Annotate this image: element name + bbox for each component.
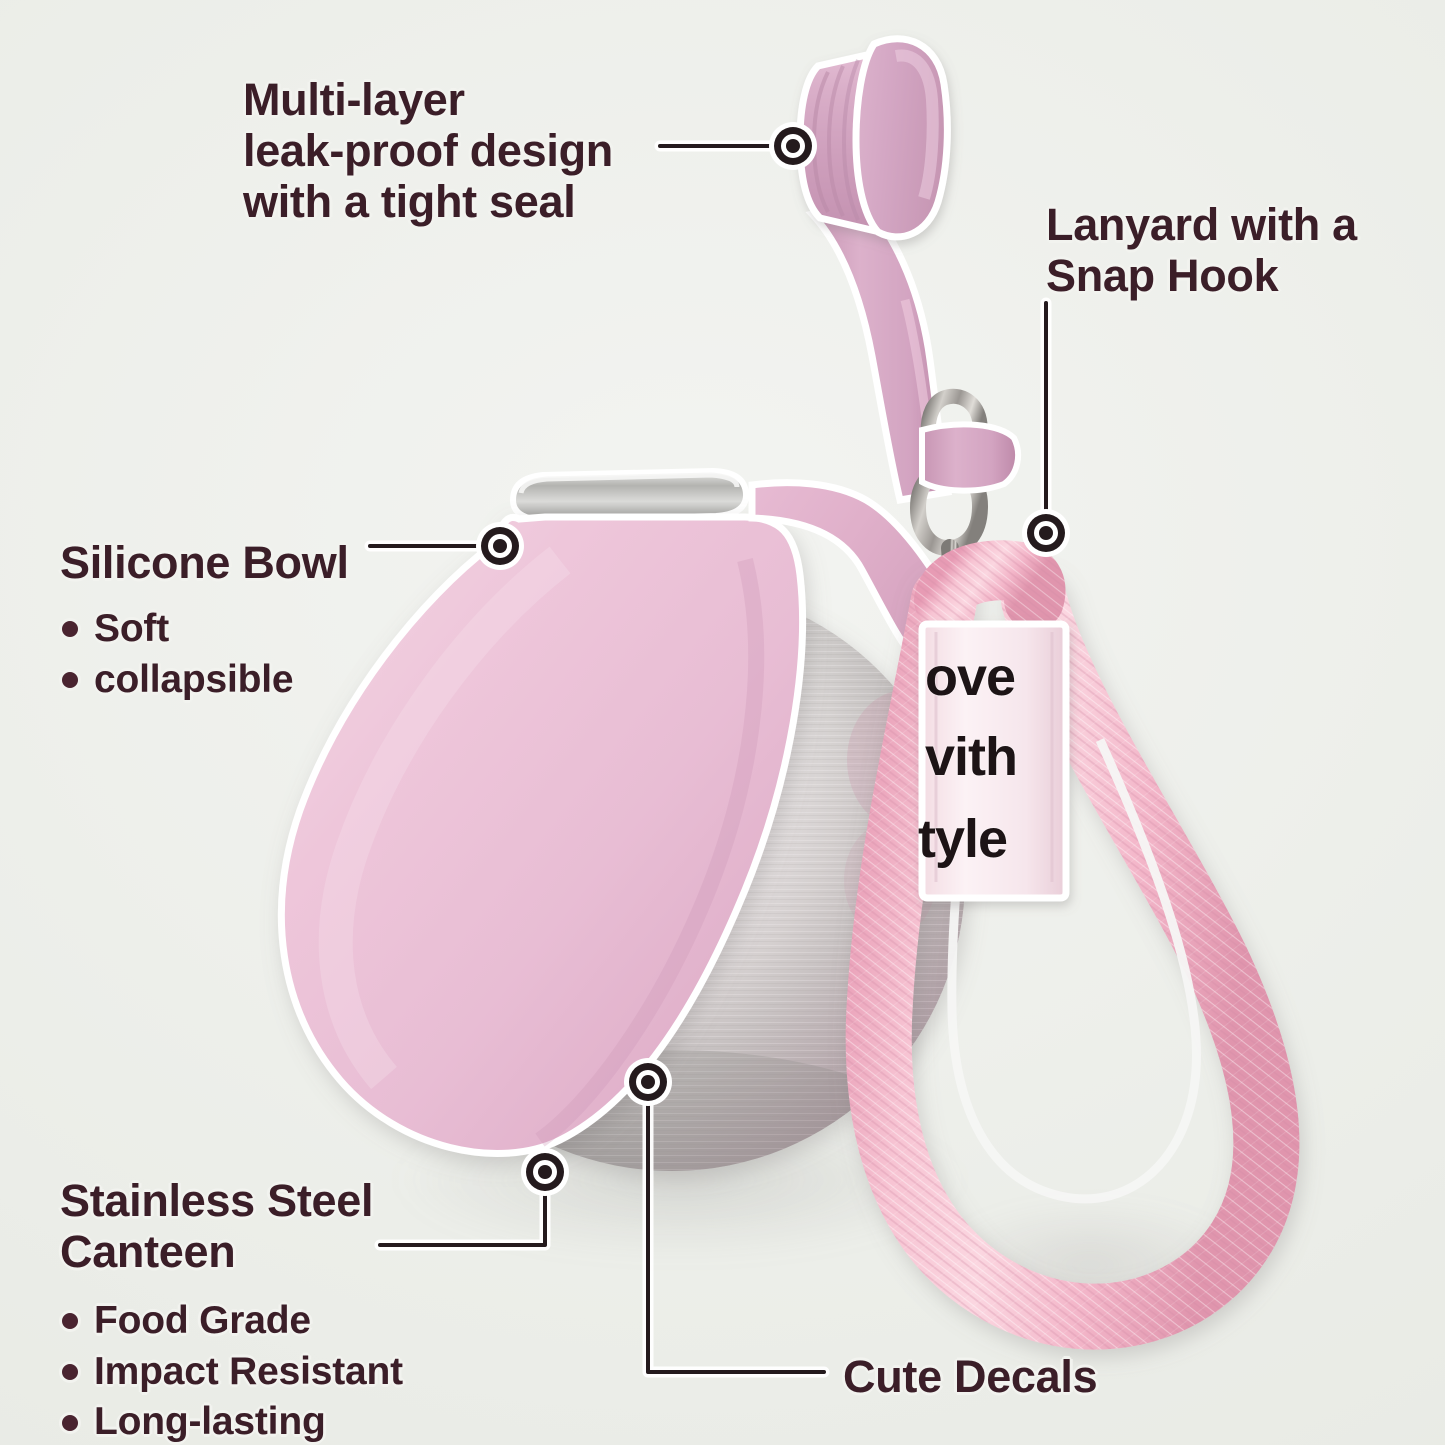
bullet-label: Food Grade — [94, 1299, 311, 1342]
metal-rim — [509, 467, 749, 524]
bullet-list-stainless-steel-canteen: Food Grade Impact Resistant Long-lasting — [62, 1296, 403, 1445]
bullet-dot-icon — [62, 621, 78, 638]
callout-leader-lines — [364, 122, 1070, 1378]
lanyard-tag-label — [918, 620, 1070, 902]
bullet-list-silicone-bowl: Soft collapsible — [62, 604, 294, 706]
callout-title-lanyard-snap-hook: Lanyard with a Snap Hook — [1046, 199, 1357, 301]
silicone-bowl-flap — [277, 479, 974, 1157]
list-item: Long-lasting — [62, 1397, 403, 1445]
leader-line-cute-decals — [646, 1098, 826, 1374]
callout-marker-lanyard-snap-hook — [1022, 509, 1070, 557]
list-item: Impact Resistant — [62, 1347, 403, 1398]
callout-marker-cute-decals — [624, 1058, 672, 1106]
bullet-dot-icon — [62, 1414, 78, 1431]
list-item: Soft — [62, 604, 293, 655]
list-item: Food Grade — [62, 1296, 403, 1347]
callout-title-stainless-steel-canteen: Stainless Steel Canteen — [60, 1175, 374, 1277]
list-item: collapsible — [62, 655, 294, 706]
bullet-label: Soft — [94, 607, 170, 650]
bullet-dot-icon — [62, 672, 78, 689]
callout-title-silicone-bowl: Silicone Bowl — [60, 537, 349, 588]
bullet-label: collapsible — [94, 657, 294, 701]
bullet-label: Impact Resistant — [94, 1349, 403, 1393]
bullet-label: Long-lasting — [94, 1400, 326, 1444]
callout-title-cute-decals: Cute Decals — [843, 1351, 1098, 1402]
lanyard-tag-line-3: tyle — [918, 809, 1008, 869]
callout-marker-stainless-steel-canteen — [521, 1148, 569, 1196]
bullet-dot-icon — [62, 1313, 78, 1330]
bullet-dot-icon — [62, 1364, 78, 1381]
callout-marker-silicone-bowl — [476, 522, 524, 570]
leader-line-stainless-steel-canteen — [378, 1188, 547, 1247]
lanyard-tag-line-2: vith — [925, 727, 1018, 787]
callout-title-multi-layer-seal: Multi-layer leak-proof design with a tig… — [243, 74, 613, 227]
callout-markers — [476, 122, 1070, 1196]
bottle-cap — [796, 35, 951, 241]
lanyard-rope-loop — [845, 540, 1300, 1350]
callout-marker-multi-layer-seal — [769, 122, 817, 170]
lanyard-tag-line-1: ove — [925, 647, 1016, 707]
